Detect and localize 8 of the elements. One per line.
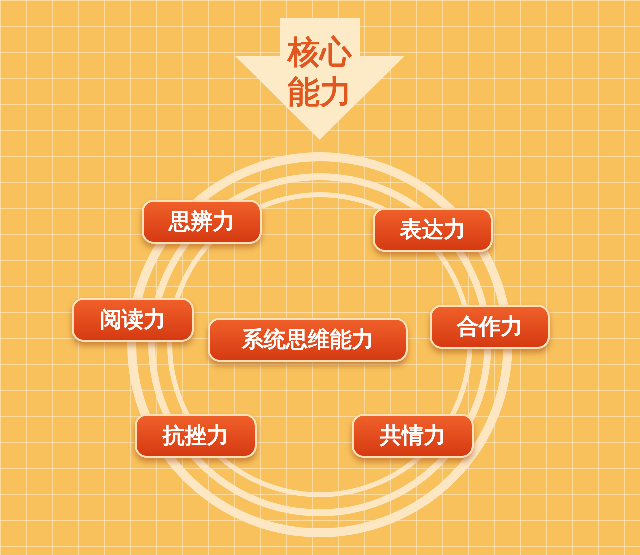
ability-label: 思辨力 bbox=[142, 200, 262, 244]
ability-label: 合作力 bbox=[430, 305, 550, 349]
ability-label: 系统思维能力 bbox=[208, 318, 408, 362]
ability-label: 表达力 bbox=[373, 208, 493, 252]
ability-label: 阅读力 bbox=[72, 298, 194, 342]
ability-label: 共情力 bbox=[352, 414, 474, 458]
arrow-label: 核心能力 bbox=[286, 32, 354, 112]
ability-label: 抗挫力 bbox=[135, 414, 257, 458]
